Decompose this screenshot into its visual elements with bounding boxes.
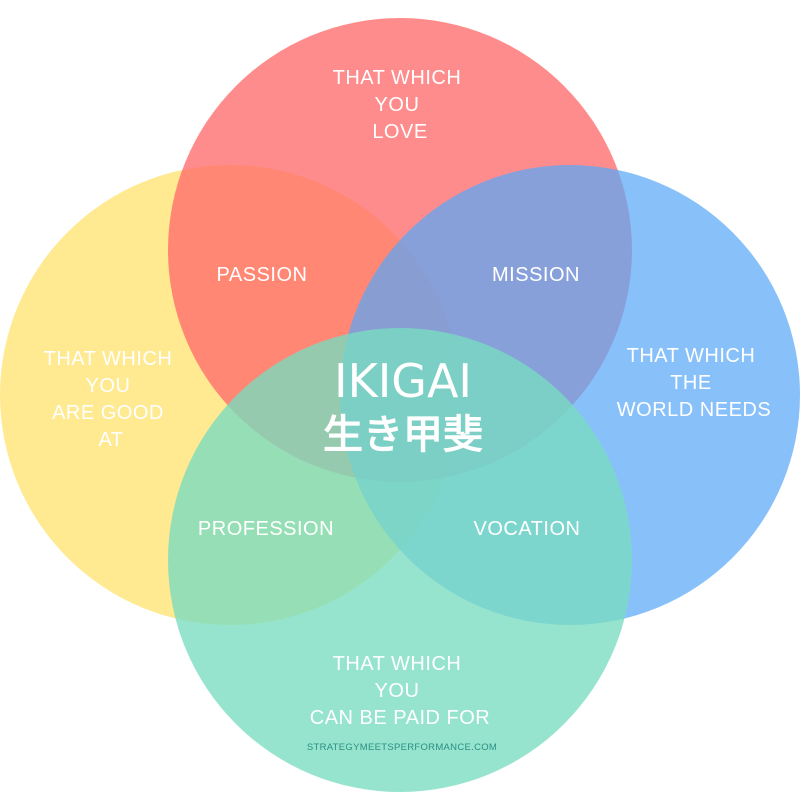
world-needs-label-line: THAT WHICH bbox=[627, 345, 756, 367]
paid-for-label-line: THAT WHICH bbox=[333, 653, 462, 675]
world-needs-label-line: WORLD NEEDS bbox=[617, 399, 771, 421]
good-at-label-line: YOU bbox=[86, 375, 131, 397]
credit-text: STRATEGYMEETSPERFORMANCE.COM bbox=[307, 742, 497, 753]
passion-label: PASSION bbox=[217, 264, 308, 286]
good-at-label-line: ARE GOOD bbox=[52, 402, 164, 424]
vocation-label: VOCATION bbox=[474, 518, 581, 540]
mission-label: MISSION bbox=[492, 264, 580, 286]
love-label-line: THAT WHICH bbox=[333, 67, 462, 89]
paid-for-label-line: YOU bbox=[375, 680, 420, 702]
profession-label: PROFESSION bbox=[198, 518, 334, 540]
ikigai-kanji: 生き甲斐 bbox=[323, 412, 483, 458]
world-needs-label: THAT WHICH THE WORLD NEEDS bbox=[617, 345, 771, 421]
good-at-label-line: THAT WHICH bbox=[44, 348, 173, 370]
love-label-line: LOVE bbox=[372, 121, 427, 143]
good-at-label-line: AT bbox=[98, 429, 123, 451]
circle-paid-for bbox=[168, 328, 632, 792]
good-at-label: THAT WHICH YOU ARE GOOD AT bbox=[44, 348, 179, 451]
paid-for-label-line: CAN BE PAID FOR bbox=[310, 707, 491, 729]
love-label-line: YOU bbox=[375, 94, 420, 116]
love-label: THAT WHICH YOU LOVE bbox=[333, 67, 468, 143]
world-needs-label-line: THE bbox=[670, 372, 712, 394]
paid-for-label: THAT WHICH YOU CAN BE PAID FOR bbox=[310, 653, 491, 729]
ikigai-title: IKIGAI bbox=[334, 354, 472, 408]
